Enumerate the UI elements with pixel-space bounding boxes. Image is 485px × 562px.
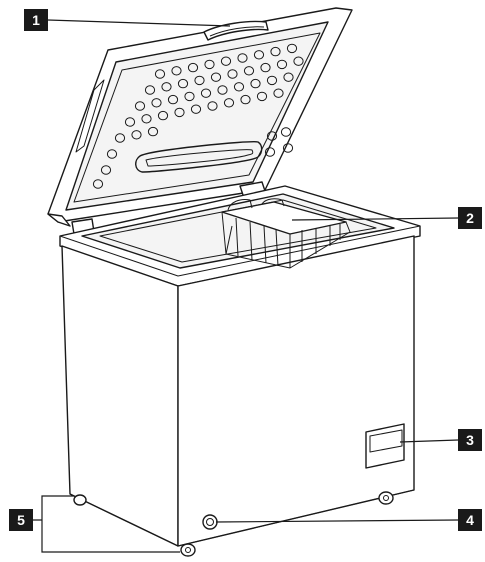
perforation-hole	[270, 46, 281, 57]
control-panel	[365, 423, 405, 469]
perforation-hole	[204, 59, 215, 70]
perforation-hole	[266, 131, 278, 141]
callout-3-label: 3	[466, 432, 474, 448]
perforation-hole	[220, 56, 232, 66]
callout-5-label: 5	[17, 512, 25, 528]
perforation-hole	[293, 56, 304, 66]
perforation-hole	[194, 75, 205, 86]
perforation-hole	[250, 78, 261, 89]
perforation-hole	[171, 66, 182, 76]
castor-front-left	[180, 543, 196, 557]
perforation-hole	[240, 94, 251, 105]
perforation-hole	[237, 53, 248, 63]
perforation-hole	[243, 66, 255, 76]
leader-4	[215, 519, 459, 523]
perforation-hole	[124, 117, 136, 127]
perforation-hole	[210, 72, 222, 82]
perforation-hole	[253, 50, 265, 60]
perforation-hole	[286, 43, 298, 54]
callout-1-label: 1	[32, 12, 40, 28]
perforation-hole	[177, 78, 189, 89]
perforation-hole	[190, 104, 202, 114]
perforation-hole	[227, 69, 238, 79]
perforation-hole	[134, 101, 146, 111]
callout-4-label: 4	[466, 512, 474, 528]
perforation-hole	[131, 130, 142, 140]
perforation-hole	[282, 143, 294, 153]
perforation-hole	[147, 126, 159, 137]
perforation-hole	[217, 85, 228, 95]
perforation-hole	[187, 62, 199, 73]
callout-5: 5	[9, 509, 33, 531]
perforation-hole	[266, 75, 278, 86]
perforation-hole	[106, 149, 118, 159]
perforation-hole	[161, 82, 172, 92]
leader-5	[33, 495, 180, 553]
perforation-hole	[157, 110, 169, 121]
perforation-hole	[280, 127, 292, 137]
castor-rear-left	[73, 494, 87, 506]
callout-1: 1	[24, 9, 48, 31]
perforation-hole	[264, 147, 276, 157]
perforation-hole	[114, 133, 126, 143]
callout-3: 3	[458, 429, 482, 451]
drain-plug	[202, 514, 218, 530]
callout-2: 2	[458, 207, 482, 229]
perforation-hole	[184, 91, 195, 102]
perforation-hole	[273, 88, 284, 98]
wire-basket	[221, 198, 351, 269]
perforation-hole	[233, 82, 245, 92]
callout-2-label: 2	[466, 210, 474, 226]
perforation-hole	[283, 72, 294, 82]
freezer-cabinet	[59, 185, 421, 547]
perforation-hole	[92, 179, 104, 189]
perforation-hole	[207, 101, 218, 111]
perforation-hole	[144, 85, 156, 95]
perforation-hole	[223, 98, 235, 108]
callout-4: 4	[458, 509, 482, 531]
lid-perforation-pattern	[92, 43, 304, 189]
perforation-hole	[141, 114, 152, 124]
perforation-hole	[151, 98, 162, 108]
perforation-hole	[276, 59, 288, 70]
castors	[73, 491, 394, 557]
leader-lines	[33, 19, 459, 553]
leader-3	[399, 439, 459, 443]
leader-2	[291, 217, 459, 221]
castor-front-right	[378, 491, 394, 505]
freezer-lid	[47, 7, 353, 235]
perforation-hole	[100, 165, 112, 175]
leader-1	[47, 19, 231, 27]
perforation-hole	[200, 88, 212, 98]
perforation-hole	[167, 94, 179, 105]
perforation-hole	[256, 91, 268, 102]
perforation-hole	[174, 107, 185, 118]
perforation-hole	[154, 69, 166, 79]
perforation-hole	[260, 62, 271, 73]
